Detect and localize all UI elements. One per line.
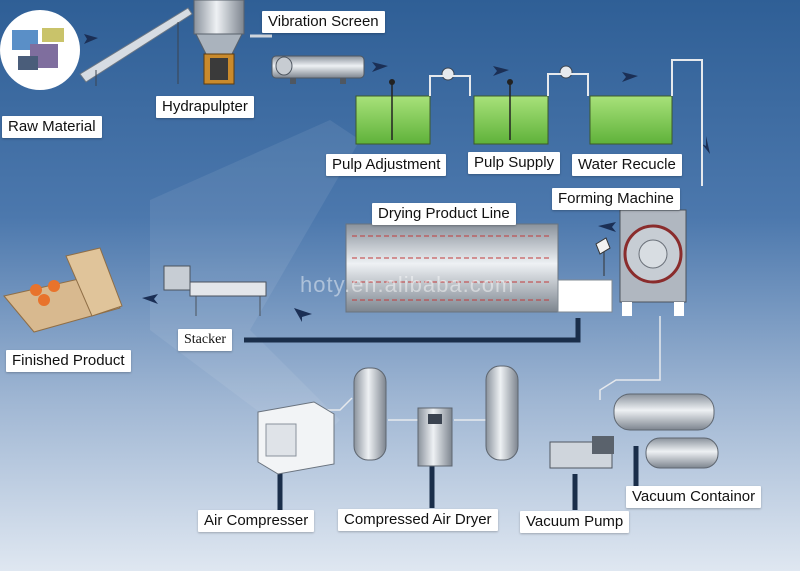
pulp-supply-tank bbox=[473, 79, 549, 145]
raw-material-icon bbox=[0, 10, 80, 90]
vacuum-pump-unit bbox=[549, 436, 614, 469]
label-drying-product-line: Drying Product Line bbox=[372, 203, 516, 225]
stacker-machine bbox=[163, 265, 267, 316]
label-vacuum-pump: Vacuum Pump bbox=[520, 511, 630, 533]
vibration-screen-machine bbox=[271, 55, 365, 84]
air-compressor-unit bbox=[257, 401, 335, 475]
compressed-air-dryer-unit bbox=[417, 407, 453, 467]
egg-tray-stack bbox=[3, 247, 123, 333]
label-vacuum-containor: Vacuum Containor bbox=[626, 486, 762, 508]
vacuum-pipes bbox=[244, 318, 639, 510]
label-pulp-supply: Pulp Supply bbox=[468, 152, 561, 174]
drying-product-line bbox=[345, 223, 613, 313]
label-compressed-air-dryer: Compressed Air Dryer bbox=[338, 509, 498, 531]
flow-arrows bbox=[84, 34, 710, 322]
air-storage-tank-1 bbox=[353, 367, 387, 461]
air-pipes bbox=[312, 316, 661, 421]
water-recycle-tank bbox=[589, 95, 673, 145]
conveyor-belt bbox=[79, 7, 193, 86]
label-air-compresser: Air Compresser bbox=[198, 510, 315, 532]
label-forming-machine: Forming Machine bbox=[552, 188, 680, 210]
hydrapulper-machine bbox=[193, 0, 272, 85]
label-finished-product: Finished Product bbox=[6, 350, 131, 372]
transfer-pumps bbox=[429, 59, 703, 186]
vacuum-container-tanks bbox=[613, 393, 719, 469]
forming-machine bbox=[595, 209, 687, 316]
label-stacker: Stacker bbox=[178, 329, 232, 351]
label-hydrapulpter: Hydrapulpter bbox=[156, 96, 254, 118]
air-storage-tank-2 bbox=[485, 365, 519, 461]
label-water-recucle: Water Recucle bbox=[572, 154, 682, 176]
label-raw-material: Raw Material bbox=[2, 116, 102, 138]
label-vibration-screen: Vibration Screen bbox=[262, 11, 385, 33]
pulp-adjustment-tank bbox=[355, 79, 431, 145]
label-pulp-adjustment: Pulp Adjustment bbox=[326, 154, 447, 176]
watermark-text: hoty.en.alibaba.com bbox=[300, 272, 515, 297]
